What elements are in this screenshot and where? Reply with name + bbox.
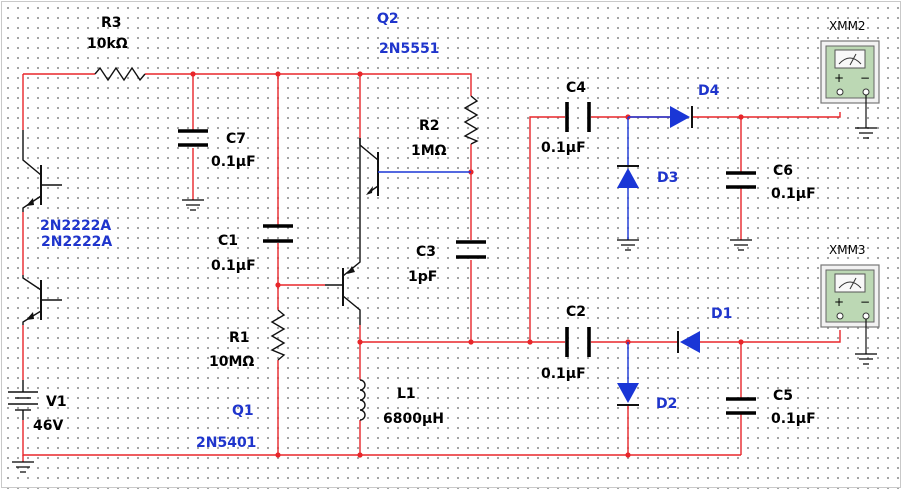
c5-value-label: 0.1μF [771,411,816,427]
q1-part-label: 2N5401 [196,435,256,451]
q2-part-label: 2N5551 [379,41,439,57]
r2-value-label: 1MΩ [411,143,447,159]
capacitor-c5[interactable]: C5 0.1μF [726,388,816,427]
c4-value-label: 0.1μF [541,140,586,156]
capacitor-c4[interactable]: C4 0.1μF [541,80,591,156]
q2-ref-label: Q2 [377,11,399,27]
multimeter-xmm2[interactable]: XMM2 + − [820,19,880,139]
c6-ref-label: C6 [773,163,793,179]
capacitor-c3[interactable]: C3 1pF [408,240,486,285]
d2-ref-label: D2 [656,396,677,412]
diode-d4[interactable]: D4 [628,83,720,128]
junction-dots [190,71,744,458]
tx-pair-part-bottom: 2N2222A [41,234,112,250]
d1-ref-label: D1 [711,306,732,322]
wires [22,73,841,462]
r2-ref-label: R2 [419,118,440,134]
xmm2-plus-label: + [834,71,844,85]
resistor-r1[interactable]: R1 10MΩ [209,309,286,370]
c1-value-label: 0.1μF [211,258,256,274]
l1-value-label: 6800μH [383,411,444,427]
l1-ref-label: L1 [397,386,416,402]
capacitor-c6[interactable]: C6 0.1μF [726,163,816,202]
xmm2-ref-label: XMM2 [829,19,866,33]
battery-v1[interactable]: V1 46V [8,380,67,434]
c5-ref-label: C5 [773,388,793,404]
v1-ref-label: V1 [46,394,67,410]
transistor-q1[interactable]: Q1 2N5401 [196,138,361,451]
c3-ref-label: C3 [416,244,436,260]
r3-ref-label: R3 [101,15,122,31]
diode-d1[interactable]: D1 [677,306,732,353]
ground-symbol-c6 [730,239,752,251]
c2-ref-label: C2 [566,304,586,320]
d4-ref-label: D4 [698,83,720,99]
ground-symbol-v1 [12,461,34,473]
resistor-r2[interactable]: R2 1MΩ [411,95,479,159]
c1-ref-label: C1 [218,233,238,249]
c4-ref-label: C4 [566,80,586,96]
c3-value-label: 1pF [408,269,437,285]
q1-ref-label: Q1 [232,403,254,419]
v1-value-label: 46V [33,418,63,434]
resistor-r3[interactable]: R3 10kΩ [87,15,146,82]
xmm3-plus-label: + [834,295,844,309]
multimeter-xmm3[interactable]: XMM3 + − [820,243,880,365]
tx-pair-part-top: 2N2222A [40,218,111,234]
xmm3-ref-label: XMM3 [829,243,866,257]
q2-labels: Q2 2N5551 [377,11,439,57]
c6-value-label: 0.1μF [771,186,816,202]
transistor-q2[interactable] [359,138,471,196]
diode-d2[interactable]: D2 [617,342,677,412]
c7-ref-label: C7 [226,131,246,147]
capacitor-c7[interactable]: C7 0.1μF [178,129,256,170]
ground-symbol-d3 [617,239,639,251]
xmm3-minus-label: − [860,295,870,309]
c7-value-label: 0.1μF [211,154,256,170]
transistor-pair-2n2222a[interactable]: 2N2222A 2N2222A [22,130,112,325]
capacitor-c1[interactable]: C1 0.1μF [211,224,293,274]
xmm2-minus-label: − [860,71,870,85]
c2-value-label: 0.1μF [541,366,586,382]
capacitor-c2[interactable]: C2 0.1μF [541,304,591,382]
ground-symbol-c7 [182,199,204,211]
r1-value-label: 10MΩ [209,354,254,370]
r3-value-label: 10kΩ [87,36,128,52]
d3-ref-label: D3 [657,170,678,186]
inductor-l1[interactable]: L1 6800μH [359,379,444,427]
diode-d3[interactable]: D3 [617,117,678,240]
r1-ref-label: R1 [229,330,250,346]
